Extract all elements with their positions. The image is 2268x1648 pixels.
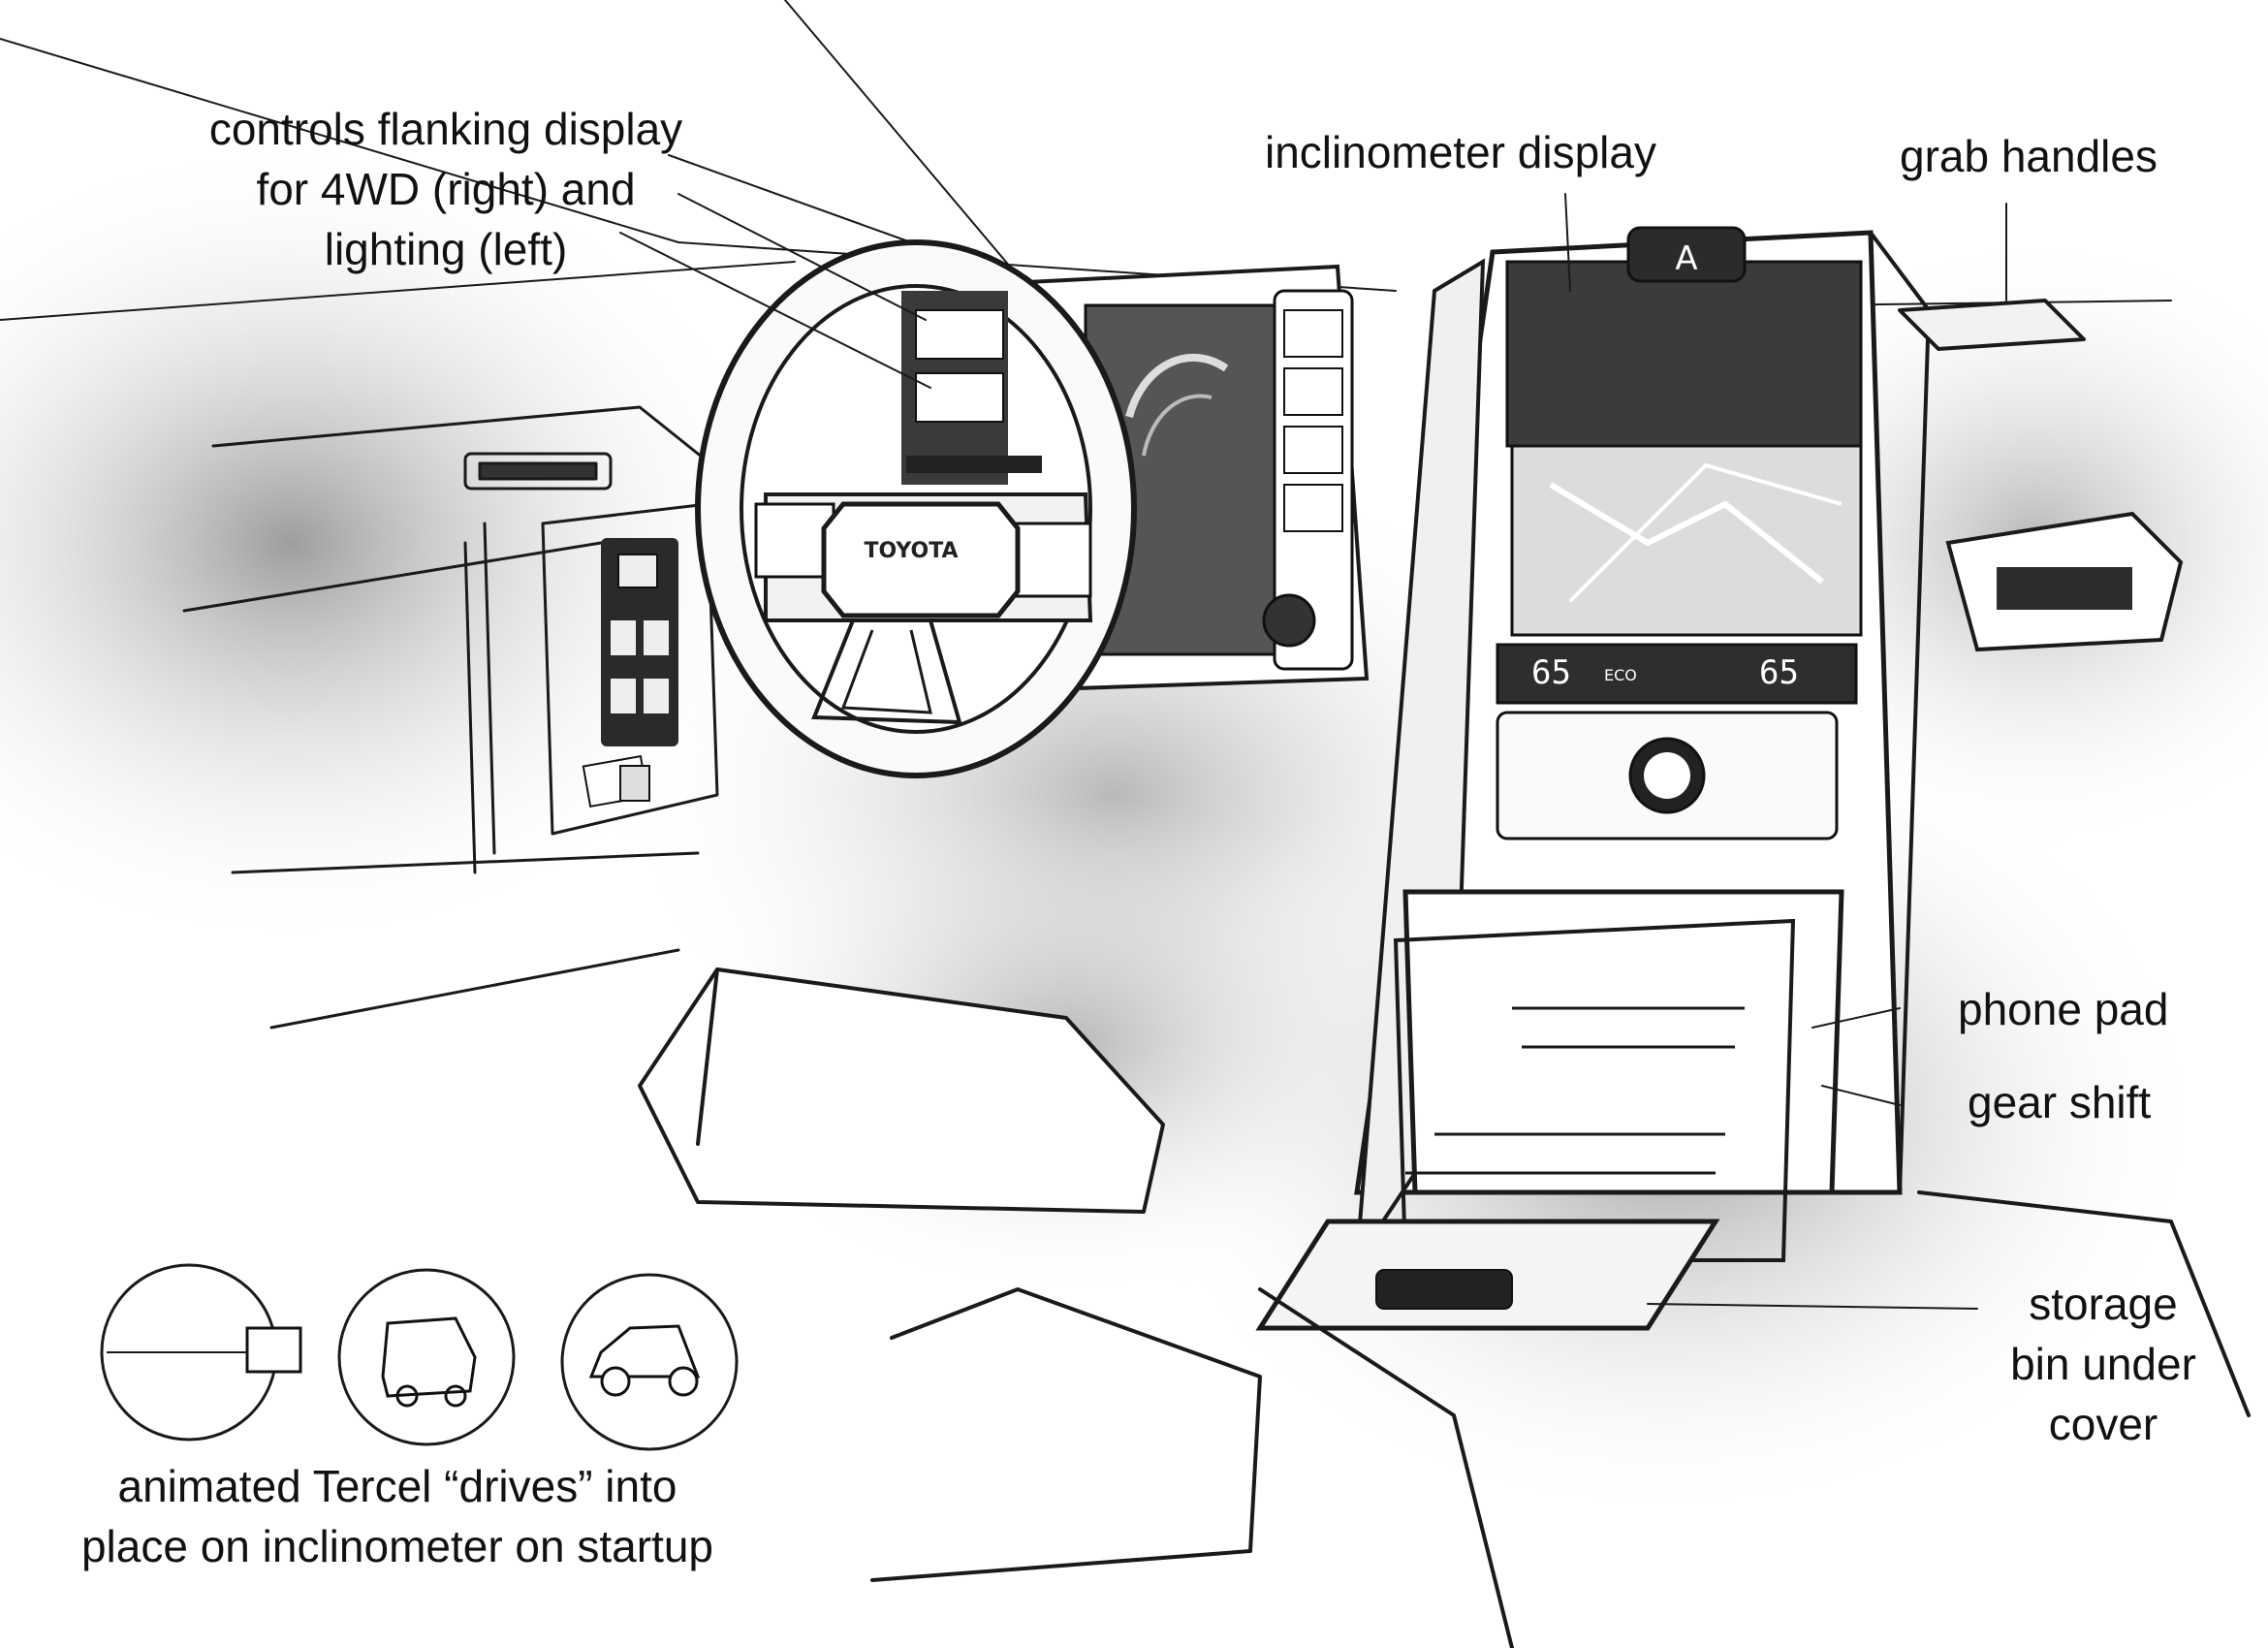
animation-callout-line2: place on inclinometer on startup	[80, 1521, 714, 1571]
center-console	[1255, 889, 1844, 1331]
temp-left-readout: 65	[1531, 653, 1571, 692]
eco-mode-label: ECO	[1604, 666, 1637, 684]
right-air-vent	[1945, 511, 2184, 652]
animation-callout-line1: animated Tercel “drives” into	[117, 1461, 677, 1511]
animation-inset-2	[337, 1268, 516, 1446]
animation-inset-1	[100, 1263, 302, 1442]
inclinometer-callout: inclinometer display	[1265, 127, 1656, 177]
temp-right-readout: 65	[1759, 653, 1799, 692]
animation-inset-3	[560, 1273, 739, 1451]
seats	[638, 967, 2251, 1648]
storage-callout-line3: cover	[2048, 1399, 2158, 1449]
controls-callout-line3: lighting (left)	[324, 224, 568, 274]
steering-wheel	[695, 239, 1137, 778]
phone-pad-callout: phone pad	[1958, 984, 2169, 1034]
window-switch-pod	[582, 538, 678, 808]
controls-callout-line2: for 4WD (right) and	[256, 164, 636, 214]
grab-handle	[1898, 299, 2086, 351]
gear-shift-callout: gear shift	[1968, 1077, 2152, 1127]
display-logo: A	[1675, 239, 1697, 278]
storage-callout-line2: bin under	[2010, 1339, 2196, 1389]
steering-brand-text: TOYOTA	[864, 539, 958, 563]
door-panel	[182, 405, 739, 1030]
controls-callout-line1: controls flanking display	[208, 104, 683, 154]
grab-handles-callout: grab handles	[1900, 131, 2158, 181]
storage-callout-line1: storage	[2029, 1279, 2178, 1329]
leader-lines	[619, 154, 2007, 1310]
instrument-cluster	[852, 264, 1370, 691]
